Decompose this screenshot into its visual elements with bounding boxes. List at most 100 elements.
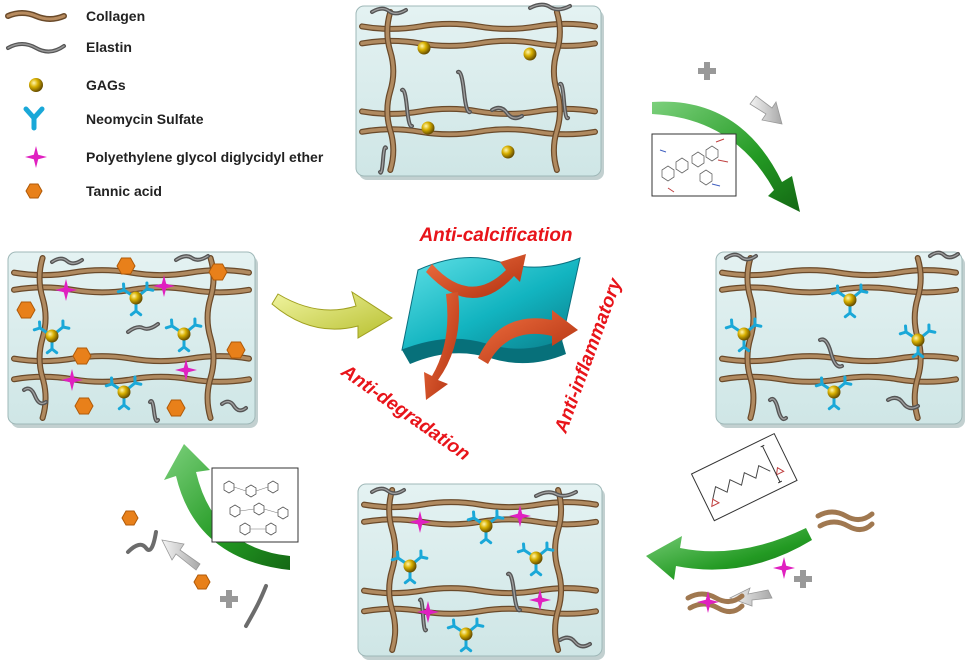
elastin-fiber-highlight xyxy=(559,83,569,119)
panel-native-scaffold xyxy=(355,2,604,180)
tannic-hexagon-icon xyxy=(74,397,94,415)
neomycin-branch xyxy=(446,624,456,630)
crosslinked-collagen-icon xyxy=(685,591,745,614)
neomycin-branch xyxy=(50,347,59,355)
neomycin-branch xyxy=(848,311,857,319)
collagen-fiber-highlight xyxy=(387,488,397,652)
elastin-fiber-highlight xyxy=(507,573,521,611)
chemical-structure-neomycin-icon xyxy=(651,133,737,197)
tannic-hexagon-icon xyxy=(116,257,136,275)
elastin-fiber-highlight xyxy=(127,323,159,333)
elastin-fiber-highlight xyxy=(887,397,919,409)
neomycin-branch xyxy=(898,330,908,336)
green-arrow-icon xyxy=(646,528,812,580)
collagen-fiber-highlight xyxy=(360,22,597,31)
anti-degradation-label: Anti-degradation xyxy=(336,360,473,465)
gag-sphere-icon xyxy=(29,78,43,92)
neomycin-branch xyxy=(182,345,191,353)
elastin-fiber-highlight xyxy=(149,400,159,422)
elastin-fiber-highlight xyxy=(769,398,787,420)
step-tannic-acid-binding xyxy=(121,444,299,628)
collagen-fiber-highlight xyxy=(362,586,598,595)
plus-icon xyxy=(220,590,238,608)
gag-sphere-icon xyxy=(479,519,493,533)
legend-label-elastin: Elastin xyxy=(86,39,132,55)
elastin-fiber-highlight xyxy=(371,488,405,494)
neomycin-branch xyxy=(534,569,543,577)
pegde-star-icon xyxy=(529,589,551,611)
elastin-fiber-highlight xyxy=(51,258,83,264)
elastin-fiber-highlight xyxy=(457,71,471,113)
pegde-star-icon xyxy=(509,505,531,527)
legend-label-pegde: Polyethylene glycol diglycidyl ether xyxy=(86,149,324,165)
neomycin-branch xyxy=(742,345,751,353)
elastin-fiber-highlight xyxy=(371,8,407,14)
elastin-fiber-highlight xyxy=(535,491,577,497)
neomycin-branch xyxy=(916,351,925,359)
elastin-fiber-highlight xyxy=(491,107,523,119)
elastin-fiber-highlight xyxy=(929,252,959,258)
elastin-fiber-highlight xyxy=(175,255,209,261)
legend-label-neomycin: Neomycin Sulfate xyxy=(86,111,204,127)
panel-neomycin-loaded xyxy=(715,250,965,428)
collagen-fiber-highlight xyxy=(37,256,48,420)
collagen-fiber-highlight xyxy=(745,256,756,420)
elastin-fiber-highlight xyxy=(559,637,591,647)
elastin-fiber-icon xyxy=(126,530,158,554)
collagen-fiber-highlight xyxy=(385,10,396,172)
collagen-fiber-highlight xyxy=(360,107,597,116)
gag-sphere-icon xyxy=(45,329,59,343)
step-neomycin-binding xyxy=(651,62,800,212)
collagen-fiber-highlight xyxy=(12,354,251,363)
tannic-hexagon-icon xyxy=(72,347,92,365)
elastin-fiber-highlight xyxy=(419,598,427,632)
pegde-star-icon xyxy=(55,279,77,301)
step-pegde-crosslinking xyxy=(646,432,875,614)
neomycin-branch xyxy=(122,403,131,411)
neomycin-branch xyxy=(832,403,841,411)
neomycin-branch xyxy=(32,326,42,332)
gag-sphere-icon xyxy=(117,385,131,399)
tannic-hexagon-icon xyxy=(226,341,246,359)
gag-sphere-icon xyxy=(827,385,841,399)
grey-arrow-icon xyxy=(161,539,201,571)
elastin-fiber-highlight xyxy=(401,89,413,127)
neomycin-y-icon xyxy=(23,106,45,131)
neomycin-branch xyxy=(516,548,526,554)
neomycin-branch xyxy=(116,288,126,294)
pegde-star-icon xyxy=(417,601,439,623)
elastin-fiber-highlight xyxy=(221,401,247,411)
green-arrow-icon xyxy=(164,444,290,570)
collagen-fiber-highlight xyxy=(12,285,251,295)
plus-icon xyxy=(698,62,716,80)
gag-sphere-icon xyxy=(421,121,435,135)
collagen-fiber-highlight xyxy=(720,268,958,277)
elastin-fiber-highlight xyxy=(23,387,47,405)
collagen-fiber-highlight xyxy=(205,256,216,420)
tannic-hexagon-icon xyxy=(166,399,186,417)
neomycin-branch xyxy=(390,556,400,562)
gag-sphere-icon xyxy=(177,327,191,341)
chemical-structure-tannic-icon xyxy=(211,467,299,543)
center-functions: Anti-calcification Anti-inflammatory Ant… xyxy=(271,225,627,465)
collagen-fiber-highlight xyxy=(552,10,562,172)
gag-sphere-icon xyxy=(417,41,431,55)
collagen-fiber-highlight xyxy=(362,500,598,509)
gag-sphere-icon xyxy=(843,293,857,307)
panel-tannic-treated xyxy=(7,251,258,428)
pegde-star-icon xyxy=(61,369,83,391)
tannic-hexagon-icon xyxy=(25,183,43,199)
neomycin-branch xyxy=(104,382,114,388)
collagen-fiber-icon xyxy=(5,10,67,22)
gag-sphere-icon xyxy=(737,327,751,341)
collagen-fiber-icon xyxy=(815,509,875,532)
gag-sphere-icon xyxy=(459,627,473,641)
gag-sphere-icon xyxy=(129,291,143,305)
red-arrow-calcification-icon xyxy=(426,254,526,299)
yellow-arrow-icon xyxy=(271,290,393,339)
grey-arrow-icon xyxy=(728,587,773,607)
gag-sphere-icon xyxy=(501,145,515,159)
red-arrow-degradation-icon xyxy=(424,292,460,400)
tannic-hexagon-icon xyxy=(193,574,211,590)
